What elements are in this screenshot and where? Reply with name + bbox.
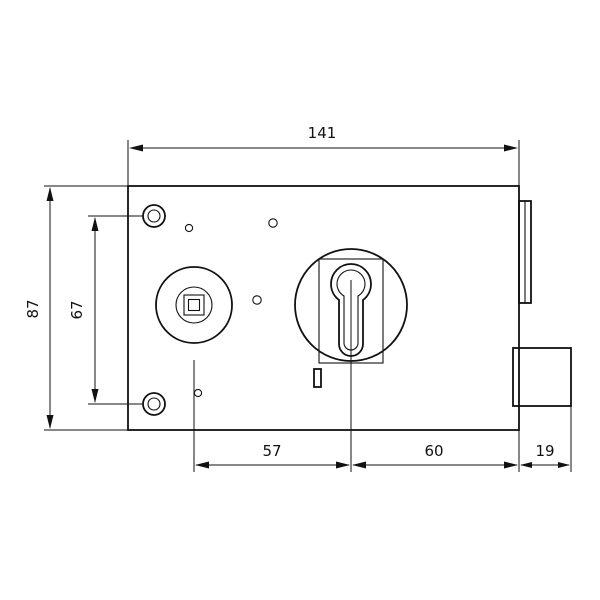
- dimension-screw-spacing: 67: [68, 215, 143, 405]
- dimension-bolt-projection: 19: [520, 442, 570, 468]
- cylinder-to-edge-label: 60: [424, 442, 443, 460]
- dimension-follower-to-cylinder: 57: [195, 442, 350, 469]
- follower-hub-icon: [155, 266, 233, 344]
- pin-holes: [184, 218, 278, 398]
- dead-bolt: [512, 347, 572, 407]
- bottom-extension-lines: [193, 280, 572, 472]
- screw-spacing-label: 67: [68, 300, 86, 319]
- overall-width-label: 141: [308, 124, 337, 142]
- lock-case: [127, 185, 520, 431]
- dimension-overall-height: 87: [24, 185, 128, 431]
- overall-height-label: 87: [24, 299, 42, 318]
- latch-slot-icon: [313, 368, 322, 388]
- dimension-overall-width: 141: [127, 124, 520, 186]
- bolt-projection-label: 19: [535, 442, 554, 460]
- top-mounting-hole-icon: [142, 204, 166, 228]
- dimension-cylinder-to-edge: 60: [352, 442, 518, 469]
- follower-to-cylinder-label: 57: [262, 442, 281, 460]
- bottom-mounting-hole-icon: [142, 392, 166, 416]
- lock-case-outline: [127, 185, 520, 431]
- faceplate-tab: [518, 200, 532, 304]
